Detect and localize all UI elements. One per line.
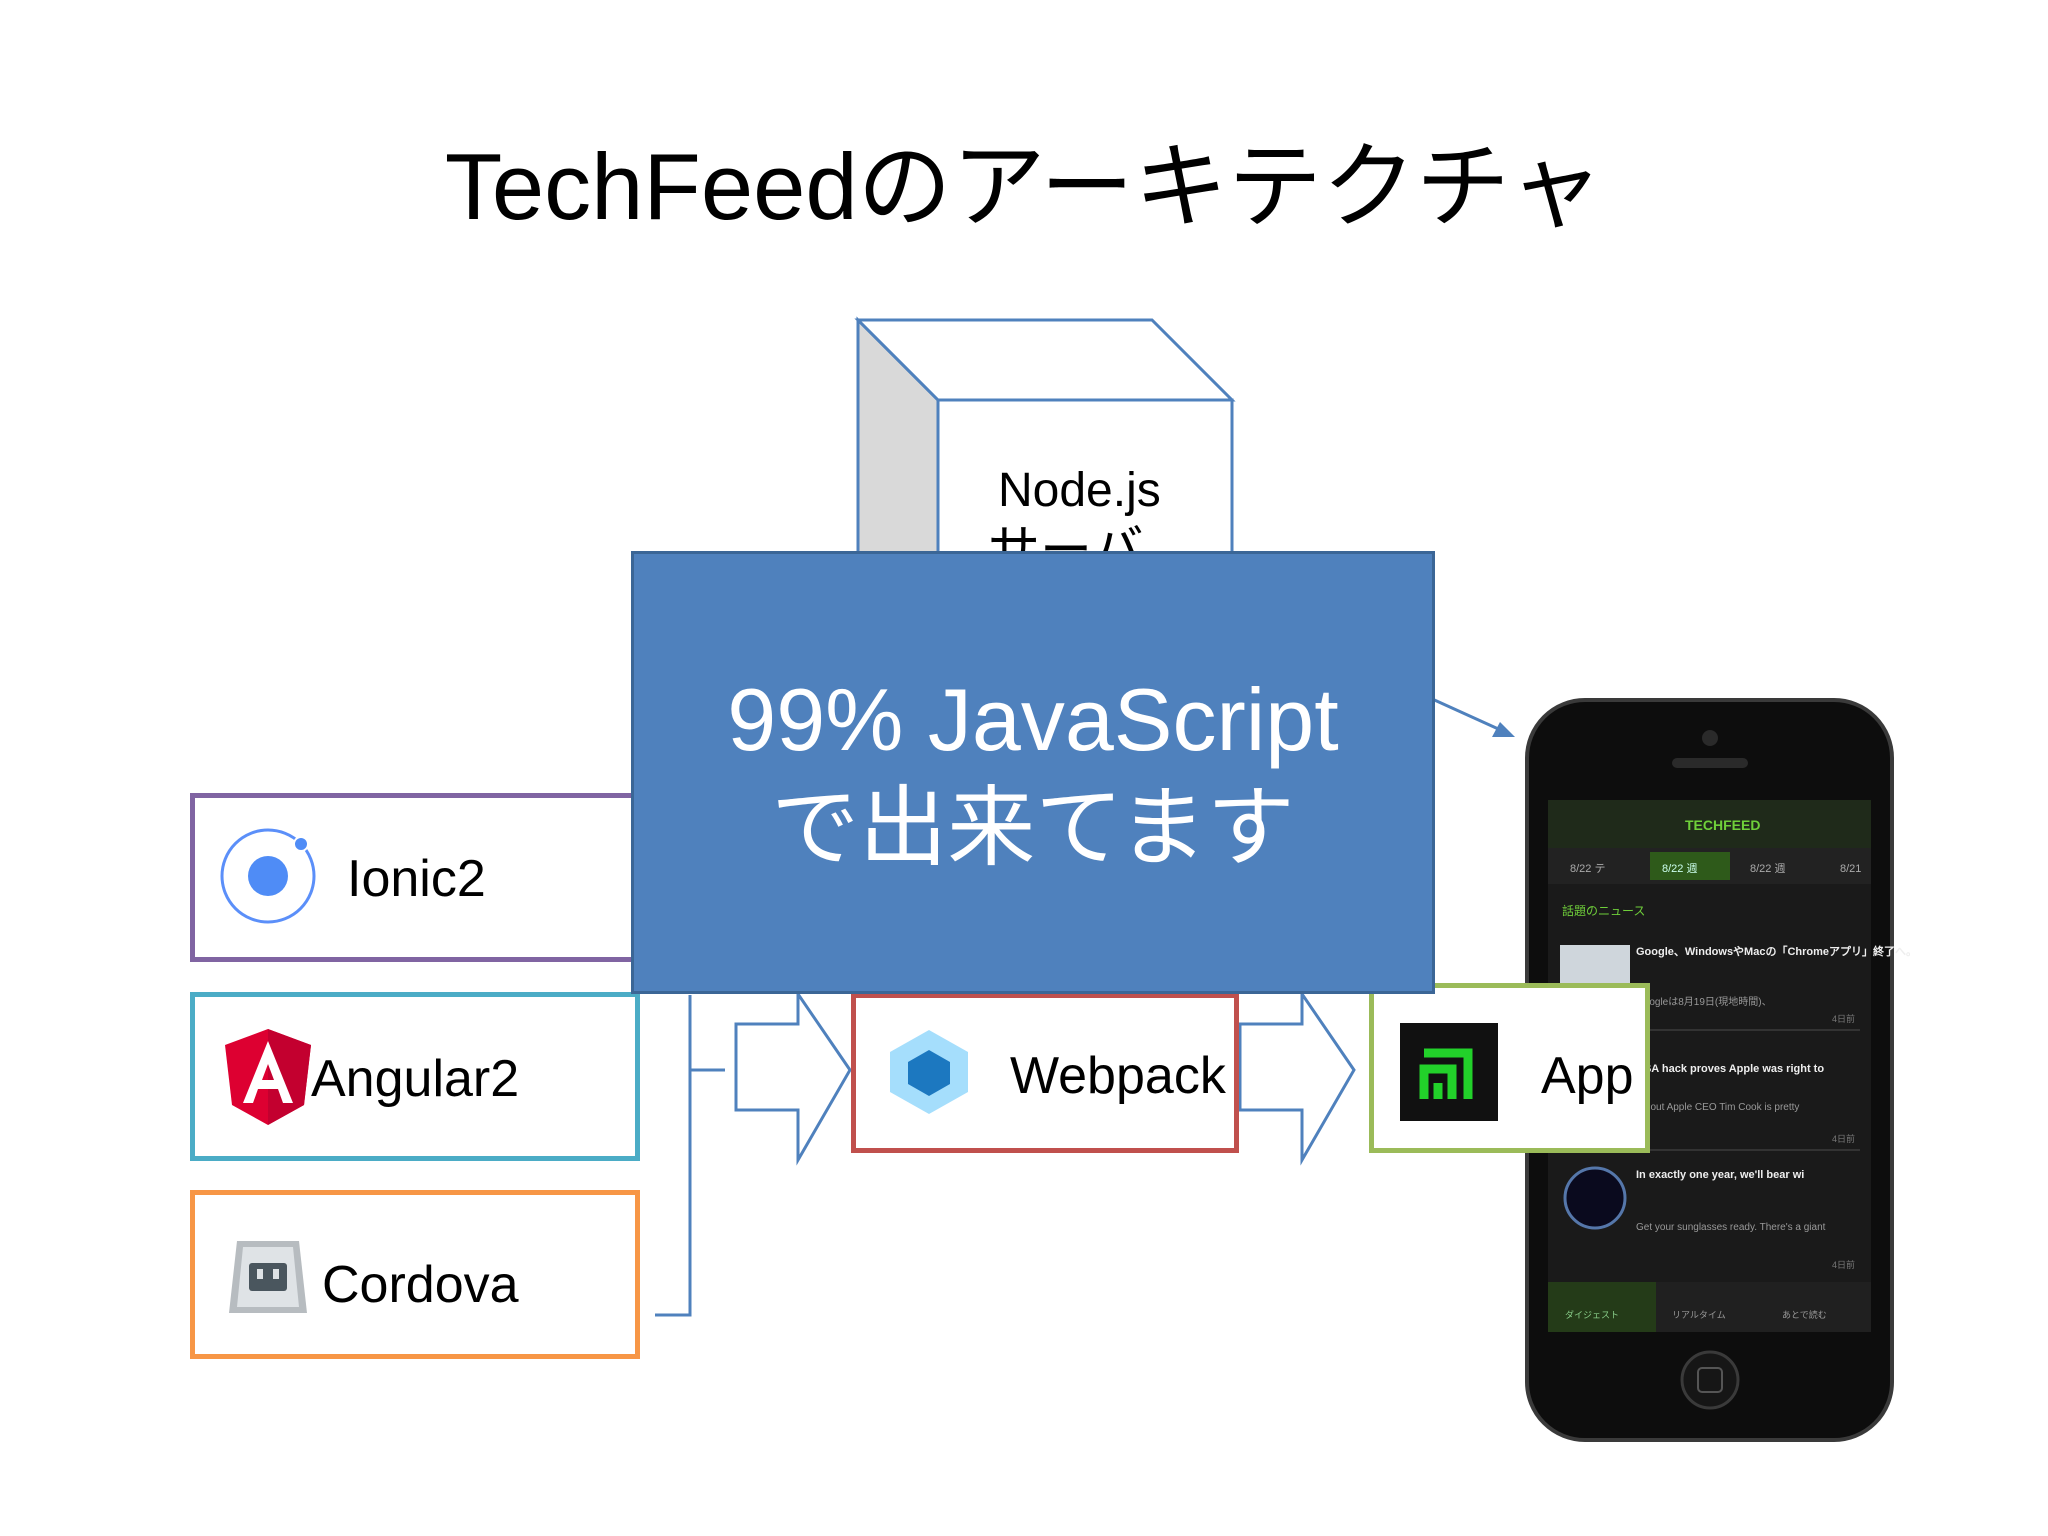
phone-tab: 8/22 週 — [1662, 862, 1697, 875]
phone-article-time: 4日前 — [1832, 1133, 1855, 1144]
phone-article-headline: Google、WindowsやMacの「Chromeアプリ」終了へ。 — [1636, 944, 1917, 958]
phone-nav-item: あとで読む — [1782, 1309, 1827, 1320]
phone-screen: TECHFEED 8/22 テ 8/22 週 8/22 週 8/21 話題のニュ… — [1562, 817, 1917, 1320]
ionic-logo-icon — [220, 828, 316, 924]
server-label: Node.js — [998, 464, 1161, 517]
ionic-box: Ionic2 — [190, 793, 640, 962]
phone-tab: 8/22 週 — [1750, 862, 1785, 875]
phone-nav-item: リアルタイム — [1672, 1310, 1726, 1320]
phone-nav-item: ダイジェスト — [1565, 1309, 1619, 1320]
webpack-to-app-arrow — [1238, 989, 1356, 1166]
server-to-app-arrow — [1429, 696, 1515, 737]
app-label: App — [1541, 1047, 1634, 1105]
app-box: App — [1369, 983, 1650, 1153]
cordova-box: Cordova — [190, 1190, 640, 1359]
angular-label: Angular2 — [311, 1050, 520, 1108]
phone-article-meta: As out Apple CEO Tim Cook is pretty — [1636, 1102, 1799, 1113]
ionic-label: Ionic2 — [347, 850, 486, 908]
slide-title: TechFeedのアーキテクチャ — [444, 134, 1604, 239]
techfeed-logo-icon — [1400, 1023, 1498, 1121]
framework-bracket — [655, 995, 725, 1317]
phone-tab: 8/22 テ — [1570, 863, 1605, 875]
callout-line-1: 99% JavaScript — [727, 670, 1339, 769]
phone-article-time: 4日前 — [1832, 1259, 1855, 1270]
webpack-label: Webpack — [1010, 1047, 1226, 1105]
phone-article-headline: In exactly one year, we'll bear wi — [1636, 1169, 1804, 1181]
phone-article-meta: Googleは8月19日(現地時間)、 — [1636, 995, 1772, 1008]
frameworks-to-webpack-arrow — [734, 989, 852, 1166]
phone-section: 話題のニュース — [1562, 903, 1645, 918]
angular-logo-icon — [225, 1029, 311, 1125]
phone-article-headline: NSA hack proves Apple was right to — [1636, 1063, 1824, 1075]
phone-article-meta: Get your sunglasses ready. There's a gia… — [1636, 1222, 1826, 1233]
cordova-label: Cordova — [322, 1256, 519, 1314]
webpack-box: Webpack — [851, 993, 1239, 1153]
callout-line-2: で出来てます — [771, 778, 1295, 877]
server-cube — [854, 316, 1236, 582]
cordova-logo-icon — [229, 1241, 307, 1313]
phone-article-time: 4日前 — [1832, 1013, 1855, 1024]
phone-brand: TECHFEED — [1685, 817, 1760, 833]
angular-box: Angular2 — [190, 992, 640, 1161]
javascript-callout: 99% JavaScript で出来てます — [631, 551, 1435, 994]
phone-tab: 8/21 — [1840, 863, 1861, 875]
webpack-logo-icon — [890, 1030, 968, 1114]
